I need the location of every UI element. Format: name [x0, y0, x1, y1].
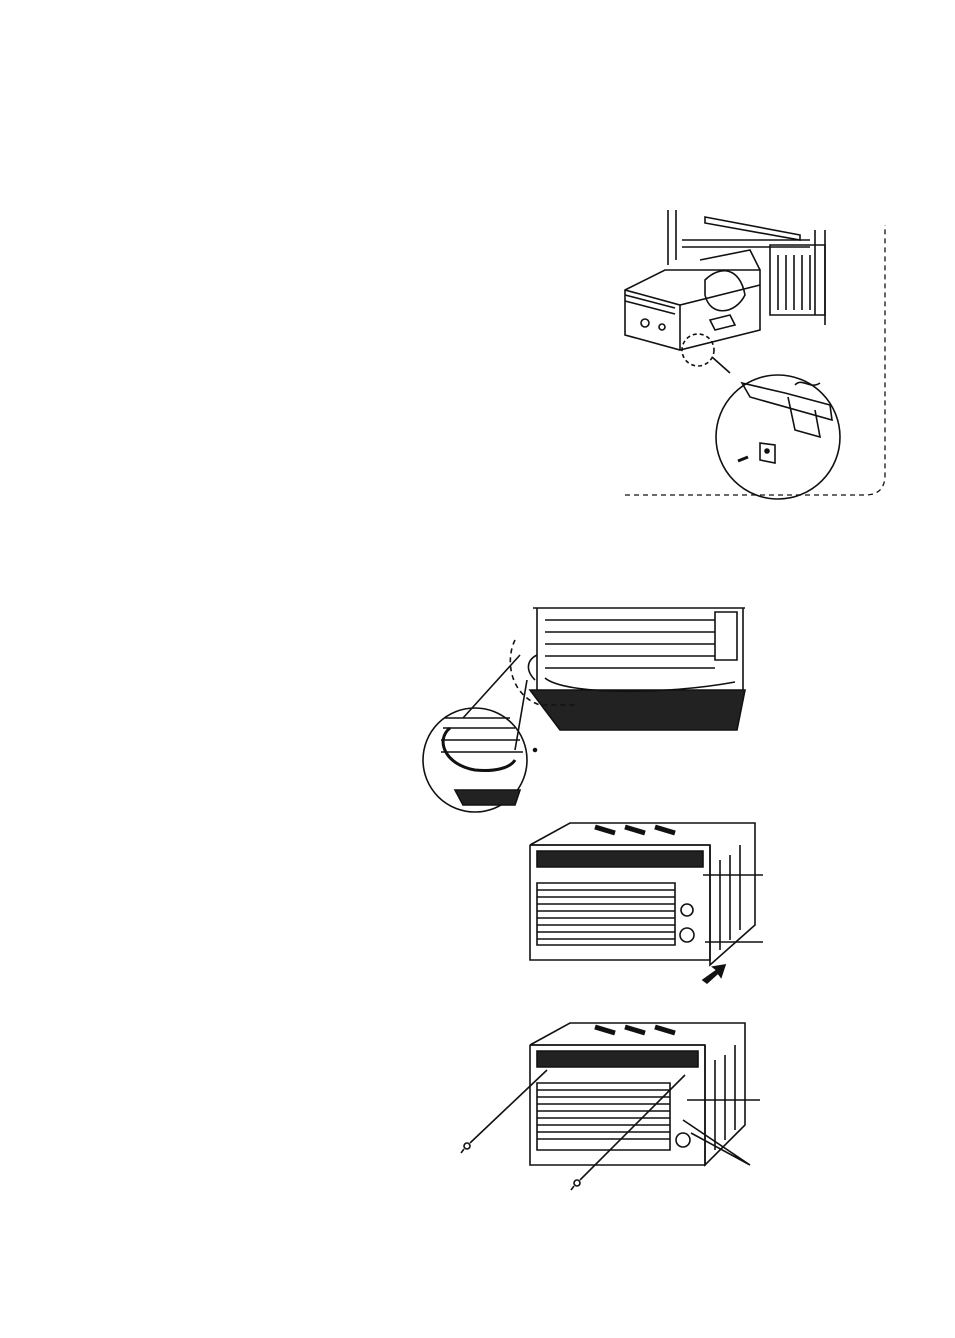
- drain-tube-icon: [415, 600, 755, 825]
- figure-chassis-in-window: [610, 205, 895, 505]
- screw-icon: [455, 1015, 775, 1200]
- figure-front-grille-install: [515, 815, 785, 995]
- air-conditioner-front-icon: [515, 815, 785, 995]
- figure-front-grille-screws: [455, 1015, 775, 1200]
- window-air-conditioner-chassis-icon: [610, 205, 895, 505]
- figure-drain-tube-detail: [415, 600, 755, 825]
